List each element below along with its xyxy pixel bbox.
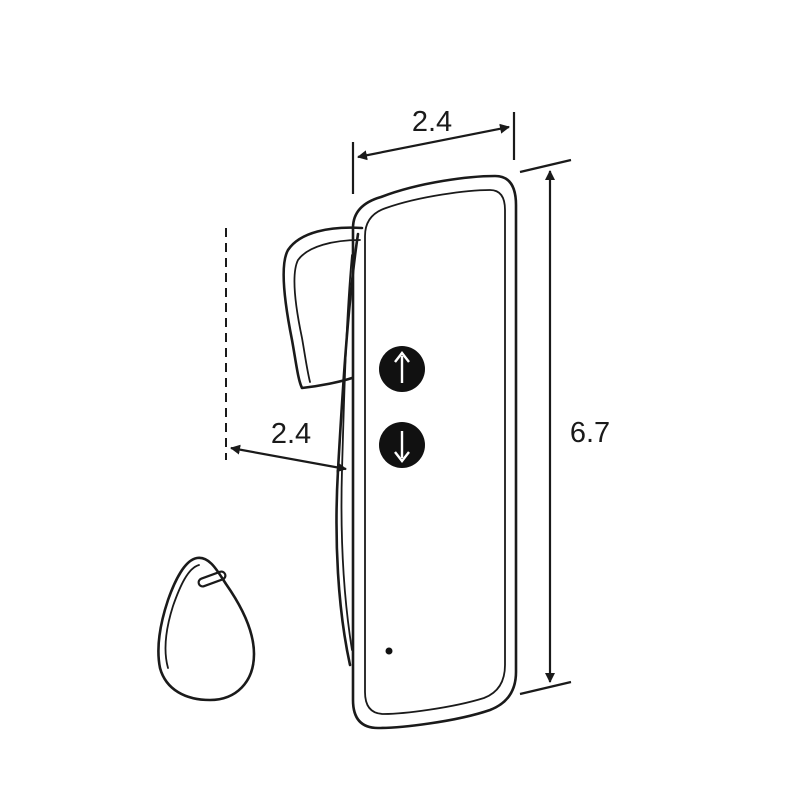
height-label: 6.7 xyxy=(570,417,610,449)
remote-body xyxy=(351,174,518,730)
clip-depth-dimension: 2.4 xyxy=(225,228,347,473)
key-ring-hole xyxy=(197,570,227,588)
led-indicator xyxy=(385,647,393,655)
down-button[interactable] xyxy=(379,422,425,468)
up-button[interactable] xyxy=(379,346,425,392)
width-dimension: 2.4 xyxy=(351,106,516,194)
width-label: 2.4 xyxy=(412,106,452,138)
arrow-down-icon xyxy=(394,431,410,463)
key-fob-tag-icon xyxy=(157,556,256,702)
arrow-up-icon xyxy=(394,351,410,383)
height-dimension: 6.7 xyxy=(519,158,610,696)
clip-depth-label: 2.4 xyxy=(271,418,311,450)
